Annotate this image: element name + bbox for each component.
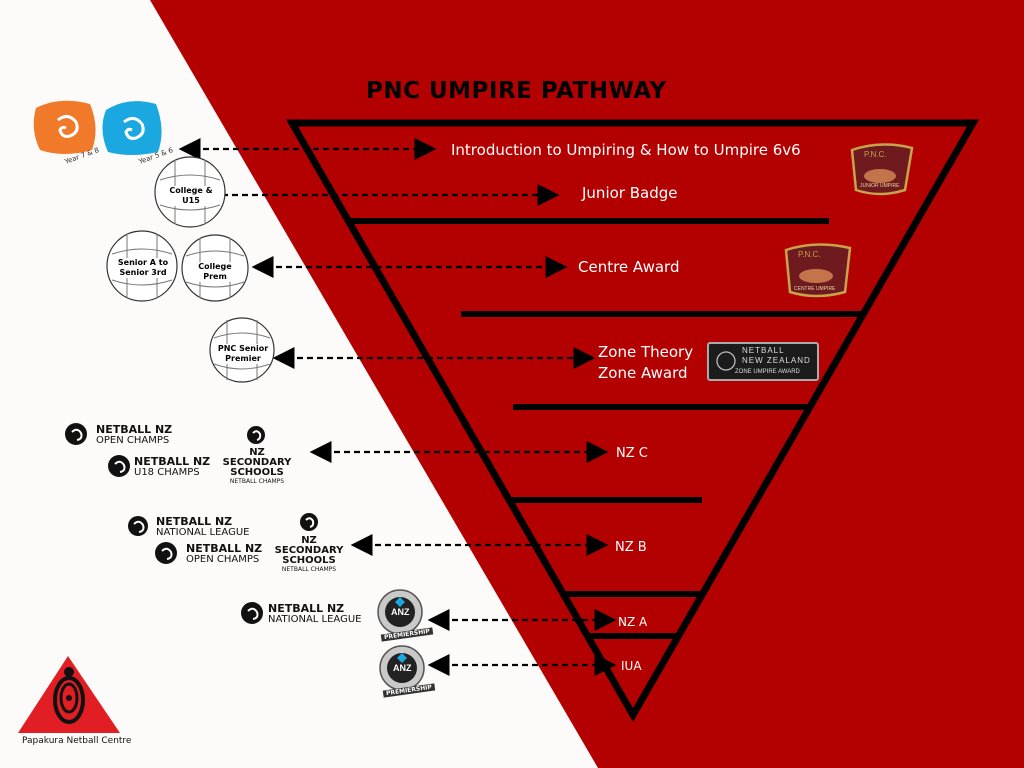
anz-text-2: ANZ	[393, 663, 412, 673]
pathway-arrows	[178, 138, 617, 676]
zone-award-pin	[707, 342, 819, 381]
logo-netball-nz-open-champs-b: NETBALL NZ OPEN CHAMPS	[186, 543, 262, 565]
centre-award-pin	[784, 243, 852, 298]
level-label-iua: IUA	[621, 659, 642, 673]
ball-label-pnc-senior: PNC Senior Premier	[216, 344, 270, 364]
diagram-title: PNC UMPIRE PATHWAY	[366, 78, 667, 104]
zone-badge-line3: ZONE UMPIRE AWARD	[735, 369, 800, 375]
centre-badge-text: P.N.C.	[798, 250, 821, 259]
level-label-intro: Introduction to Umpiring & How to Umpire…	[451, 141, 801, 159]
ball-label-college-prem: College Prem	[196, 262, 234, 282]
anz-text-1: ANZ	[391, 607, 410, 617]
junior-badge-pin	[850, 143, 914, 196]
ball-label-senior-a: Senior A to Senior 3rd	[116, 258, 170, 278]
zone-badge-line2: NEW ZEALAND	[742, 356, 811, 365]
logo-netball-nz-national-league-b: NETBALL NZ NATIONAL LEAGUE	[156, 516, 250, 538]
nzss-line3: NETBALL CHAMPS	[229, 478, 285, 485]
netball-nz-mark-icons	[65, 423, 318, 624]
level-label-nz-b: NZ B	[615, 540, 647, 555]
ball-label-college-u15: College & U15	[168, 186, 214, 206]
logo-text-big: NETBALL NZ	[96, 423, 173, 436]
centre-badge-subtext: CENTRE UMPIRE	[794, 286, 836, 292]
logo-text-small: OPEN CHAMPS	[96, 435, 170, 446]
logo-text-big: NETBALL NZ	[268, 602, 345, 615]
nzss-line2: SCHOOLS	[282, 555, 336, 566]
logo-text-small: NATIONAL LEAGUE	[156, 527, 250, 538]
footer-organization-name: Papakura Netball Centre	[22, 736, 132, 746]
nzss-line1: NZ SECONDARY	[274, 535, 344, 556]
year-5-6-swirl-icon	[102, 101, 162, 155]
junior-badge-text: P.N.C.	[864, 150, 887, 159]
logo-text-small: U18 CHAMPS	[134, 467, 200, 478]
level-label-nz-c: NZ C	[616, 446, 648, 461]
logo-text-small: NATIONAL LEAGUE	[268, 614, 362, 625]
level-label-centre-award: Centre Award	[578, 258, 680, 276]
nzss-line2: SCHOOLS	[230, 467, 284, 478]
logo-nz-secondary-schools-b: NZ SECONDARY SCHOOLS NETBALL CHAMPS	[266, 536, 352, 574]
logo-netball-nz-national-league-a: NETBALL NZ NATIONAL LEAGUE	[268, 603, 362, 625]
netball-nz-mark-swirls	[71, 428, 315, 620]
zone-badge-line1: NETBALL	[742, 346, 785, 355]
pathway-triangle	[285, 119, 980, 723]
logo-text-big: NETBALL NZ	[156, 515, 233, 528]
papakura-netball-centre-logo-icon	[18, 656, 120, 733]
logo-text-big: NETBALL NZ	[134, 455, 211, 468]
logo-text-small: OPEN CHAMPS	[186, 554, 260, 565]
level-label-nz-a: NZ A	[618, 615, 648, 629]
logo-text-big: NETBALL NZ	[186, 542, 263, 555]
year-7-8-swirl-icon	[33, 100, 96, 154]
netball-seams	[111, 160, 271, 380]
level-label-zone-theory: Zone Theory	[598, 343, 694, 361]
nzss-line3: NETBALL CHAMPS	[281, 566, 337, 573]
white-background-region	[0, 0, 598, 768]
nzss-line1: NZ SECONDARY	[222, 447, 292, 468]
logo-netball-nz-u18-champs: NETBALL NZ U18 CHAMPS	[134, 456, 210, 478]
level-dividers	[350, 218, 861, 639]
junior-badge-subtext: JUNIOR UMPIRE	[860, 183, 900, 189]
logo-nz-secondary-schools-c: NZ SECONDARY SCHOOLS NETBALL CHAMPS	[214, 448, 300, 486]
level-label-junior-badge: Junior Badge	[582, 184, 678, 202]
logo-netball-nz-open-champs-c: NETBALL NZ OPEN CHAMPS	[96, 424, 172, 446]
anz-premiership-icons	[377, 589, 425, 691]
level-label-zone-award: Zone Award	[598, 364, 688, 382]
